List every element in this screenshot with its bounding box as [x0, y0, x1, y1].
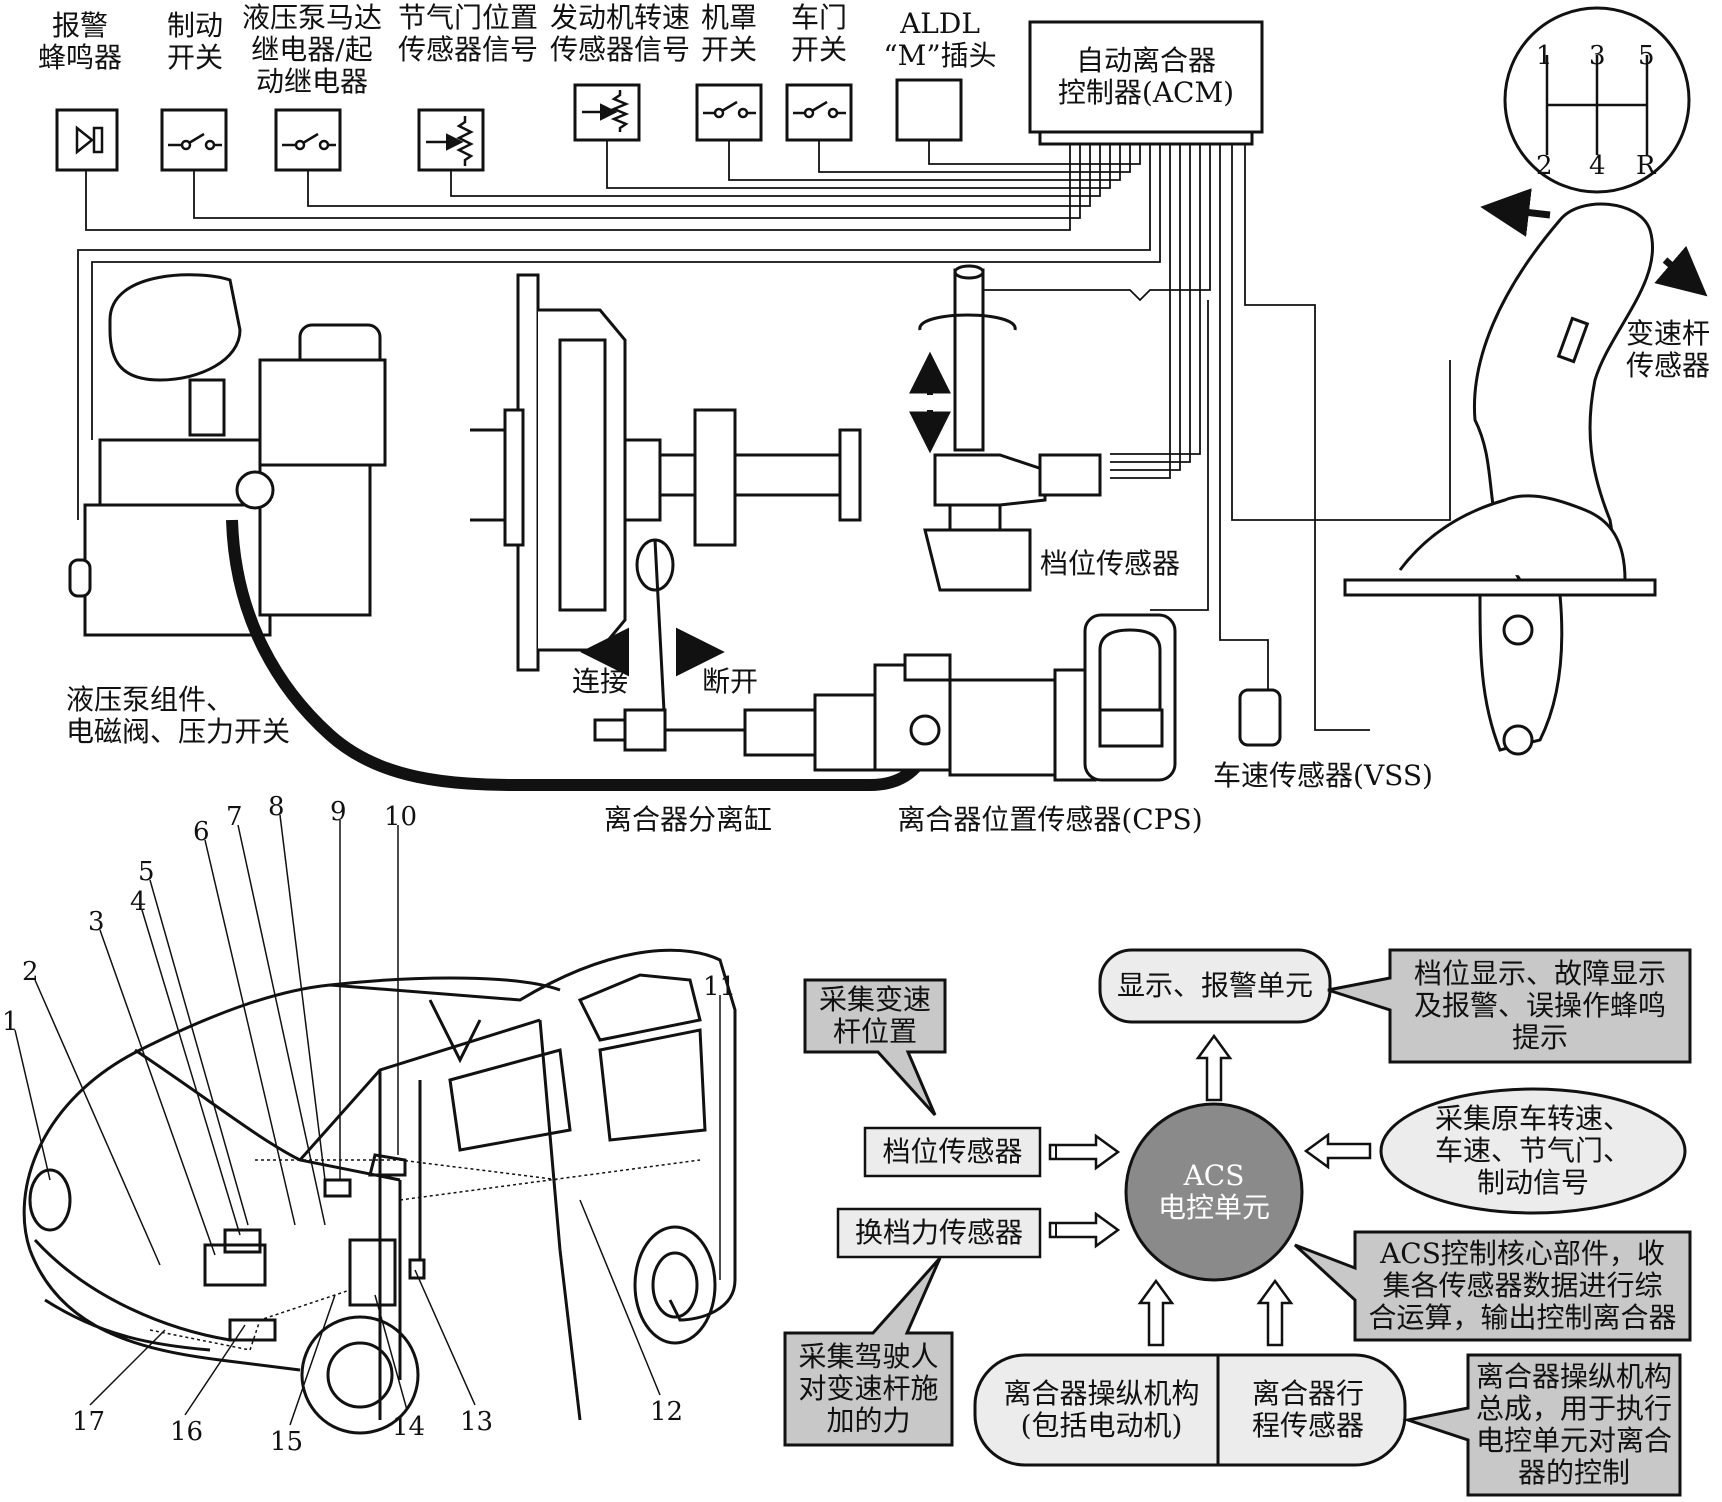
force-sensor-box-label: 换档力传感器	[854, 1216, 1023, 1249]
shift-pattern-3: 3	[1589, 41, 1606, 71]
callout-16: 16	[170, 1417, 204, 1447]
acs-center-shape	[1124, 1102, 1304, 1282]
acs-center-label: ACS 电控单元	[1157, 1159, 1270, 1224]
callout-8: 8	[268, 792, 285, 822]
buzzer-box	[55, 108, 119, 172]
core-note-label: ACS控制核心部件，收 集各传感器数据进行综 合运算，输出控制离合器	[1368, 1237, 1677, 1334]
shift-pattern-4: 4	[1589, 151, 1606, 181]
input-label-pump-relay: 液压泵马达 继电器/起 动继电器	[241, 1, 382, 98]
display-note-shape	[1327, 948, 1692, 1064]
gear-sensor-assembly	[918, 264, 1102, 592]
display-note-label: 档位显示、故障显示 及报警、误操作蜂鸣 提示	[1413, 957, 1666, 1054]
arrow-gear-to-center	[1048, 1133, 1121, 1171]
input-label-buzzer: 报警 蜂鸣器	[37, 9, 122, 74]
callout-13: 13	[460, 1407, 494, 1437]
potentiometer-icon	[426, 116, 474, 166]
actuator-note-shape	[1402, 1353, 1682, 1497]
stroke-sensor-label: 离合器行 程传感器	[1251, 1377, 1364, 1442]
callout-12: 12	[650, 1397, 684, 1427]
arrow-force-to-center	[1048, 1211, 1121, 1249]
arrow-center-to-display	[1195, 1033, 1233, 1102]
input-label-aldl: ALDL “M”插头	[883, 7, 997, 72]
vss-sensor	[1238, 688, 1282, 747]
shift-lever	[1238, 6, 1691, 756]
disengage-label: 断开	[701, 665, 758, 698]
callout-14: 14	[392, 1412, 426, 1442]
callout-1: 1	[2, 1007, 19, 1037]
aldl-connector-box	[895, 78, 963, 142]
callout-17: 17	[72, 1407, 106, 1437]
force-sensor-note-label: 采集驾驶人 对变速杆施 加的力	[798, 1340, 939, 1437]
gear-sensor-box-label: 档位传感器	[882, 1135, 1023, 1168]
force-note-shape	[783, 1257, 954, 1447]
hydraulic-pump-assembly	[68, 273, 387, 637]
shift-shaft	[953, 268, 985, 452]
callout-7: 7	[226, 802, 243, 832]
actuator-label: 离合器操纵机构 (包括电动机)	[1003, 1377, 1200, 1442]
vss-label: 车速传感器(VSS)	[1213, 759, 1433, 792]
engage-label: 连接	[571, 665, 628, 698]
shift-pattern-2: 2	[1536, 151, 1553, 181]
callout-6: 6	[193, 817, 210, 847]
shift-pattern-1: 1	[1536, 41, 1553, 71]
car-illustration	[22, 948, 737, 1435]
buzzer-icon	[75, 125, 95, 155]
callout-2: 2	[22, 957, 39, 987]
hydraulic-line	[226, 519, 936, 791]
shift-pattern-r: R	[1636, 151, 1656, 181]
clutch-assembly	[470, 273, 862, 731]
arrow-signals-to-center	[1303, 1132, 1372, 1170]
cps-label: 离合器位置传感器(CPS)	[897, 803, 1203, 836]
shift-lever-sensor-label: 变速杆 传感器	[1625, 317, 1710, 382]
shift-pattern-5: 5	[1638, 41, 1655, 71]
gear-note-shape	[803, 978, 947, 1117]
gear-sensor-label: 档位传感器	[1039, 547, 1180, 580]
input-label-hood-switch: 机罩 开关	[700, 1, 757, 66]
input-label-brake-switch: 制动 开关	[166, 9, 223, 74]
slave-cylinder	[593, 613, 1177, 782]
arrow-stroke-to-center	[1256, 1278, 1294, 1347]
throttle-sensor-box	[417, 108, 485, 172]
core-note-shape	[1293, 1230, 1692, 1342]
input-label-engine-speed-sensor: 发动机转速 传感器信号	[549, 1, 690, 66]
switch-icon	[168, 132, 222, 151]
arrow-actuator-to-center	[1137, 1278, 1175, 1347]
callout-15: 15	[270, 1427, 304, 1457]
hydraulic-pump-label: 液压泵组件、 电磁阀、压力开关	[66, 683, 291, 748]
slave-cylinder-label: 离合器分离缸	[603, 803, 772, 836]
callout-10: 10	[384, 802, 418, 832]
gear-sensor-note-label: 采集变速 杆位置	[818, 983, 931, 1048]
callout-5: 5	[138, 857, 155, 887]
input-label-throttle-sensor: 节气门位置 传感器信号	[397, 1, 538, 66]
callout-3: 3	[88, 907, 105, 937]
display-unit-label: 显示、报警单元	[1116, 969, 1313, 1002]
acm-label: 自动离合器 控制器(ACM)	[1057, 44, 1235, 109]
callout-4: 4	[130, 887, 147, 917]
signals-input-label: 采集原车转速、 车速、节气门、 制动信号	[1434, 1102, 1631, 1199]
actuator-note-label: 离合器操纵机构 总成，用于执行 电控单元对离合 器的控制	[1475, 1360, 1672, 1489]
callout-11: 11	[703, 972, 737, 1002]
callout-9: 9	[330, 797, 347, 827]
input-label-door-switch: 车门 开关	[790, 1, 847, 66]
